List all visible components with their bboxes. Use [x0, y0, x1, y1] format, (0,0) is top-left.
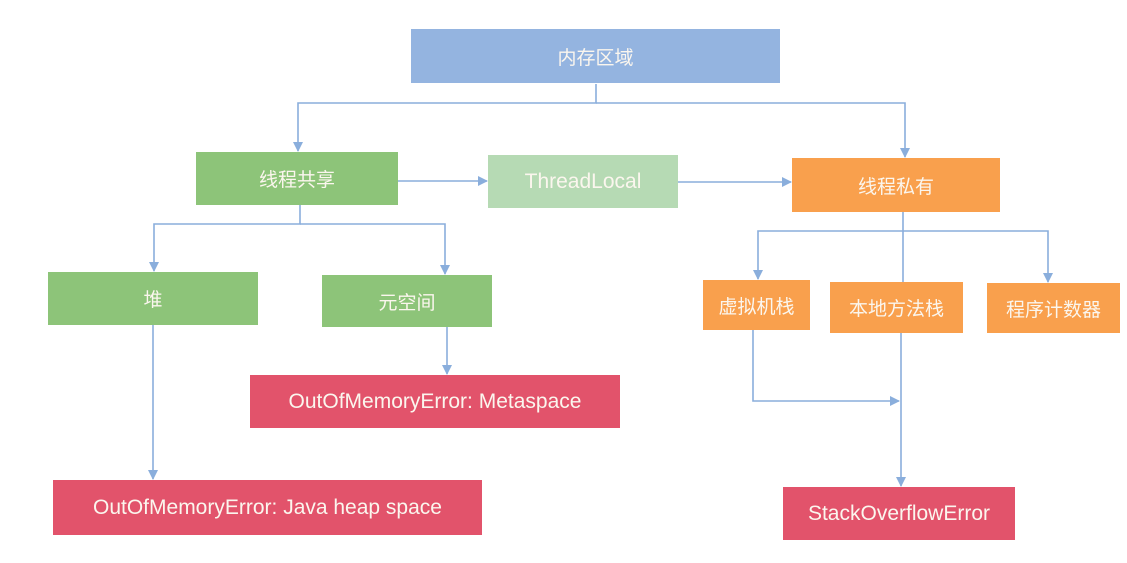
- edge-vmstack-so: [752, 330, 900, 406]
- edge-private-vmstack: [753, 212, 904, 280]
- node-threadlocal: ThreadLocal: [488, 155, 678, 208]
- node-heap: 堆: [48, 272, 258, 325]
- node-thread-shared: 线程共享: [196, 152, 398, 205]
- node-label: OutOfMemoryError: Metaspace: [288, 389, 582, 413]
- node-label: StackOverflowError: [807, 501, 991, 525]
- node-label: 线程共享: [258, 169, 335, 191]
- node-thread-private: 线程私有: [792, 158, 1000, 212]
- node-label: 虚拟机栈: [718, 295, 795, 318]
- node-label: 堆: [143, 289, 163, 311]
- node-native-stack: 本地方法栈: [830, 282, 963, 333]
- node-oom-heap: OutOfMemoryError: Java heap space: [53, 480, 482, 535]
- edge-shared-metaspace: [300, 223, 450, 275]
- node-vm-stack: 虚拟机栈: [703, 280, 810, 330]
- node-label: 程序计数器: [1005, 298, 1101, 321]
- node-label: 元空间: [378, 291, 436, 314]
- edge-root-shared: [293, 84, 597, 152]
- node-memory-area: 内存区域: [411, 29, 780, 83]
- node-label: 内存区域: [557, 46, 634, 69]
- node-pc-register: 程序计数器: [987, 283, 1120, 333]
- edge-shared-heap: [149, 205, 301, 272]
- node-label: ThreadLocal: [524, 169, 642, 193]
- edge-root-private: [596, 102, 910, 158]
- node-label: OutOfMemoryError: Java heap space: [93, 495, 442, 519]
- node-metaspace: 元空间: [322, 275, 492, 327]
- node-label: 本地方法栈: [848, 298, 944, 320]
- node-label: 线程私有: [857, 175, 934, 198]
- node-stack-overflow: StackOverflowError: [783, 487, 1015, 540]
- node-oom-metaspace: OutOfMemoryError: Metaspace: [250, 375, 620, 428]
- edge-private-pc: [903, 230, 1053, 283]
